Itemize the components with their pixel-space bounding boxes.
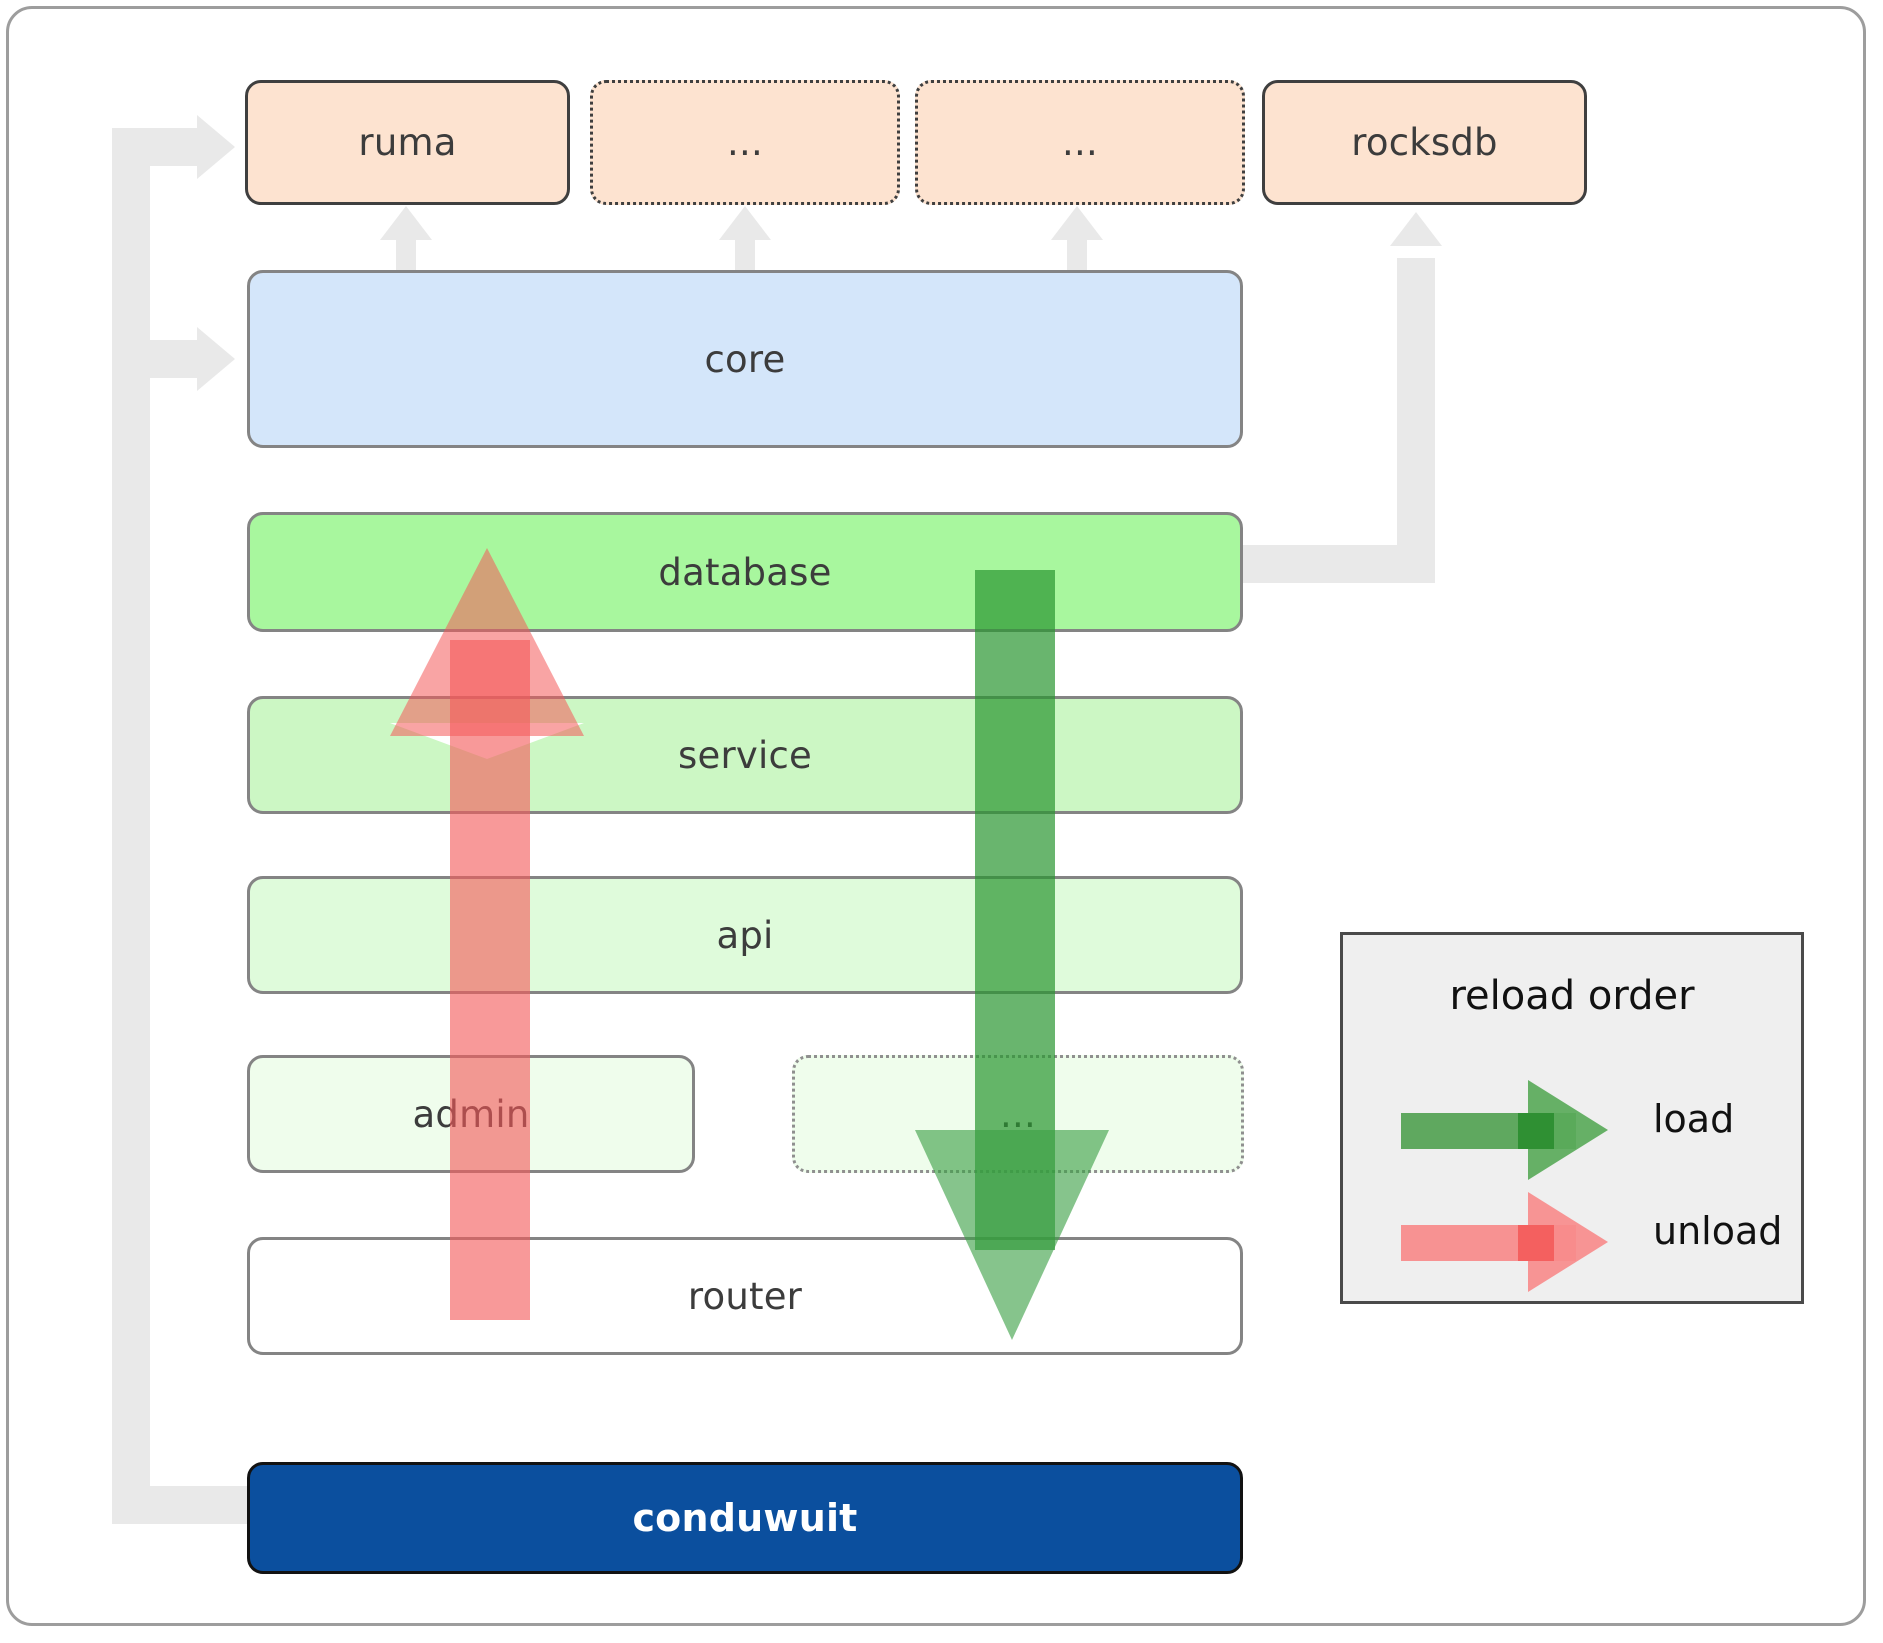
layer-label-core: core	[704, 337, 786, 381]
legend-row-load: load	[1343, 1075, 1801, 1185]
layer-node-api[interactable]: api	[247, 876, 1243, 994]
connector-to-core-arrowhead	[197, 327, 235, 391]
connector-core-to-dots1-arrowhead	[719, 206, 771, 240]
connector-left-bottom-horizontal	[112, 1486, 260, 1524]
root-node-conduwuit[interactable]: conduwuit	[247, 1462, 1243, 1574]
layer-label-api: api	[716, 913, 774, 957]
layer-label-router: router	[687, 1274, 803, 1318]
load-arrow-head-icon	[915, 1130, 1109, 1340]
legend-panel: reload order load unload	[1340, 932, 1804, 1304]
connector-core-to-dots2-arrowhead	[1051, 206, 1103, 240]
crate-label-dots-1: ...	[727, 121, 763, 164]
connector-database-to-rocksdb-horizontal	[1243, 545, 1417, 583]
connector-core-to-dots2-stem	[1067, 238, 1087, 274]
crate-node-rocksdb[interactable]: rocksdb	[1262, 80, 1587, 205]
crate-label-dots-2: ...	[1062, 121, 1098, 164]
crate-node-dots-1[interactable]: ...	[590, 80, 900, 205]
legend-unload-label: unload	[1653, 1209, 1783, 1253]
legend-load-label: load	[1653, 1097, 1735, 1141]
legend-load-tip-icon	[1518, 1113, 1554, 1149]
connector-core-to-ruma-arrowhead	[380, 206, 432, 240]
crate-node-ruma[interactable]: ruma	[245, 80, 570, 205]
crate-node-dots-2[interactable]: ...	[915, 80, 1245, 205]
connector-to-ruma-stem	[112, 128, 197, 166]
crate-label-rocksdb: rocksdb	[1351, 121, 1498, 164]
unload-arrow-shaft-icon	[450, 640, 530, 1320]
diagram-frame	[6, 6, 1866, 1626]
connector-database-to-rocksdb-vertical	[1397, 258, 1435, 583]
connector-left-vertical	[112, 128, 150, 1524]
connector-core-to-ruma-stem	[396, 238, 416, 274]
crate-label-ruma: ruma	[358, 121, 457, 164]
layer-node-core[interactable]: core	[247, 270, 1243, 448]
connector-to-ruma-arrowhead	[197, 115, 235, 179]
layer-label-service: service	[678, 733, 812, 777]
legend-unload-tip-icon	[1518, 1225, 1554, 1261]
legend-title: reload order	[1449, 973, 1695, 1019]
root-label-conduwuit: conduwuit	[632, 1496, 858, 1540]
layer-label-database: database	[658, 550, 832, 594]
connector-to-core-stem	[112, 340, 197, 378]
connector-rocksdb-arrowhead	[1390, 212, 1442, 246]
legend-row-unload: unload	[1343, 1187, 1801, 1297]
connector-core-to-dots1-stem	[735, 238, 755, 274]
